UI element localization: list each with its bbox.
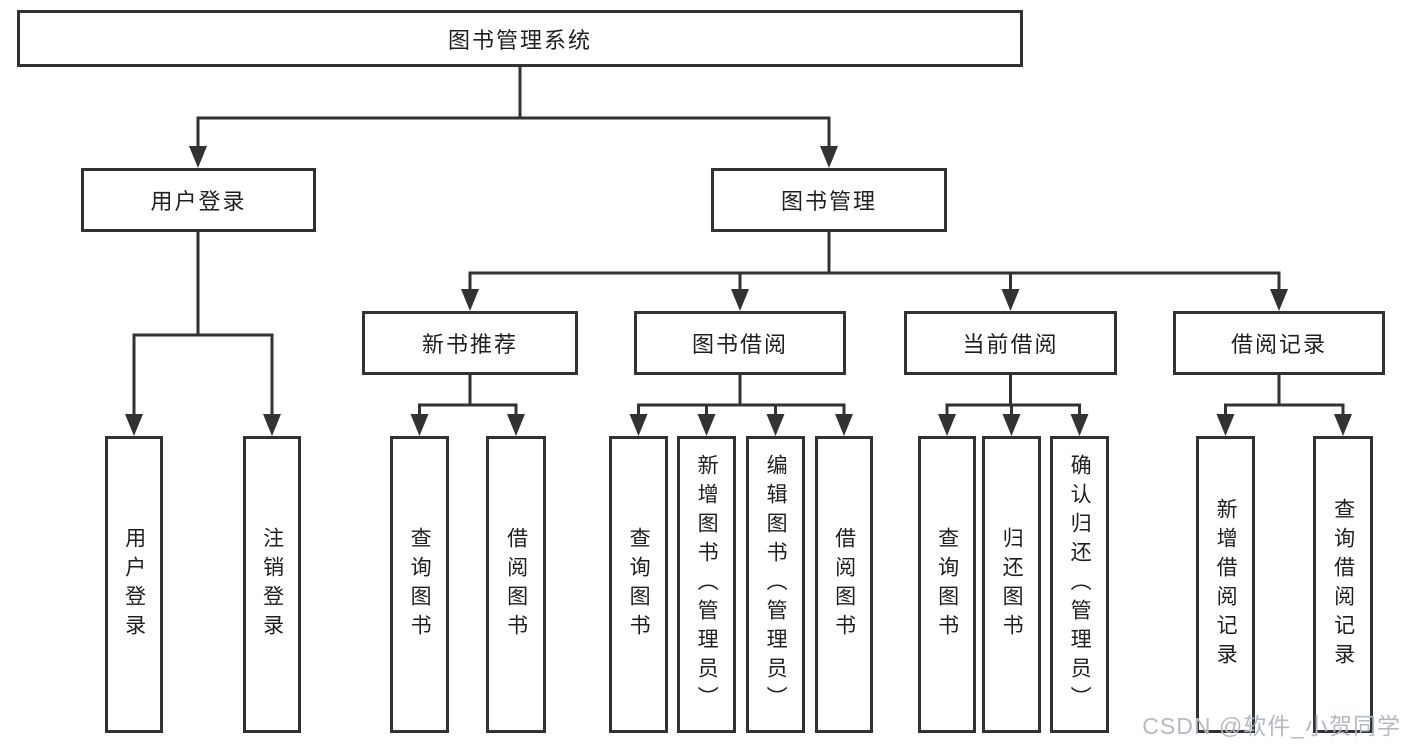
connector-root-to-level2 bbox=[189, 67, 838, 168]
arrow-down-icon bbox=[629, 414, 648, 436]
node-br-query-borrow-record-label: 查询借阅记录 bbox=[1331, 497, 1355, 672]
arrow-down-icon bbox=[766, 414, 785, 436]
arrow-down-icon bbox=[1001, 289, 1020, 311]
node-bb-borrow-books: 借阅图书 bbox=[815, 436, 873, 733]
connector-new-book-recommendation-children bbox=[410, 375, 525, 436]
arrow-down-icon bbox=[125, 414, 143, 436]
arrow-down-icon bbox=[507, 414, 525, 436]
node-current-borrowing: 当前借阅 bbox=[904, 311, 1117, 375]
arrow-down-icon bbox=[410, 414, 429, 436]
arrow-down-icon bbox=[189, 146, 207, 168]
node-new-book-recommendation: 新书推荐 bbox=[362, 311, 578, 375]
connector-borrowing-records-children bbox=[1216, 375, 1352, 436]
node-bb-query-books: 查询图书 bbox=[609, 436, 668, 733]
node-root-label: 图书管理系统 bbox=[447, 27, 592, 53]
node-bb-add-books-admin-label: 新增图书（管理员） bbox=[695, 454, 719, 715]
arrow-down-icon bbox=[263, 414, 281, 436]
node-leaf-logout: 注销登录 bbox=[243, 436, 301, 733]
watermark: CSDN @软件_小贺同学 bbox=[1142, 713, 1401, 739]
arrow-down-icon bbox=[1002, 414, 1021, 436]
arrow-down-icon bbox=[820, 146, 838, 168]
node-leaf-logout-label: 注销登录 bbox=[260, 526, 284, 643]
node-borrowing-records-label: 借阅记录 bbox=[1230, 332, 1327, 357]
node-nb-query-books: 查询图书 bbox=[390, 436, 449, 733]
node-book-borrowing: 图书借阅 bbox=[634, 311, 846, 375]
node-cb-confirm-return-admin-label: 确认归还（管理员） bbox=[1068, 454, 1092, 715]
node-user-login-label: 用户登录 bbox=[150, 189, 247, 214]
arrow-down-icon bbox=[1070, 414, 1089, 436]
node-bb-edit-books-admin: 编辑图书（管理员） bbox=[746, 436, 805, 733]
node-cb-return-books-label: 归还图书 bbox=[1000, 526, 1024, 643]
arrow-down-icon bbox=[835, 414, 853, 436]
connector-user-login-children bbox=[125, 232, 281, 436]
arrow-down-icon bbox=[461, 289, 479, 311]
node-bb-query-books-label: 查询图书 bbox=[627, 526, 651, 643]
node-cb-query-books: 查询图书 bbox=[918, 436, 976, 733]
node-book-management: 图书管理 bbox=[711, 168, 947, 232]
node-borrowing-records: 借阅记录 bbox=[1173, 311, 1385, 375]
node-br-add-borrow-record-label: 新增借阅记录 bbox=[1214, 497, 1238, 672]
arrow-down-icon bbox=[1270, 289, 1288, 311]
connector-book-borrowing-children bbox=[629, 375, 853, 436]
node-nb-borrow-books-label: 借阅图书 bbox=[504, 526, 528, 643]
node-leaf-user-login-label: 用户登录 bbox=[122, 526, 146, 643]
arrow-down-icon bbox=[1334, 414, 1352, 436]
node-book-borrowing-label: 图书借阅 bbox=[691, 332, 788, 357]
node-nb-borrow-books: 借阅图书 bbox=[486, 436, 546, 733]
arrow-down-icon bbox=[731, 289, 749, 311]
node-cb-confirm-return-admin: 确认归还（管理员） bbox=[1050, 436, 1109, 733]
arrow-down-icon bbox=[697, 414, 716, 436]
arrow-down-icon bbox=[1216, 414, 1235, 436]
node-bb-add-books-admin: 新增图书（管理员） bbox=[677, 436, 736, 733]
node-bb-edit-books-admin-label: 编辑图书（管理员） bbox=[764, 454, 788, 715]
node-br-add-borrow-record: 新增借阅记录 bbox=[1196, 436, 1255, 733]
node-root: 图书管理系统 bbox=[17, 10, 1023, 67]
node-cb-query-books-label: 查询图书 bbox=[935, 526, 959, 643]
node-book-management-label: 图书管理 bbox=[780, 189, 877, 214]
node-cb-return-books: 归还图书 bbox=[982, 436, 1041, 733]
node-bb-borrow-books-label: 借阅图书 bbox=[832, 526, 856, 643]
node-current-borrowing-label: 当前借阅 bbox=[962, 332, 1059, 357]
arrow-down-icon bbox=[938, 414, 956, 436]
connector-current-borrowing-children bbox=[938, 375, 1089, 436]
node-new-book-recommendation-label: 新书推荐 bbox=[421, 332, 518, 357]
connector-book-management-children bbox=[461, 232, 1288, 311]
node-user-login: 用户登录 bbox=[81, 168, 316, 232]
node-nb-query-books-label: 查询图书 bbox=[408, 526, 432, 643]
node-br-query-borrow-record: 查询借阅记录 bbox=[1313, 436, 1373, 733]
node-leaf-user-login: 用户登录 bbox=[105, 436, 163, 733]
